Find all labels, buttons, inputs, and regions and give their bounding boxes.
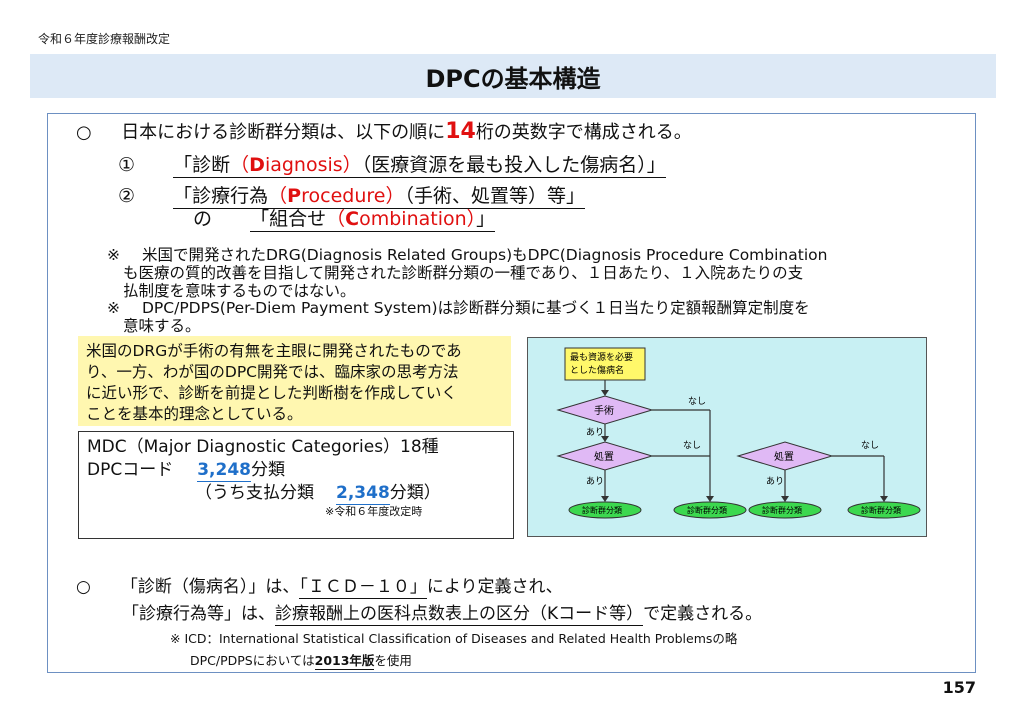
item-conjunction: の — [193, 208, 213, 230]
label-surgery-none: なし — [688, 396, 706, 407]
result-label-3: 診断群分類 — [762, 505, 802, 515]
start-label-1: 最も資源を必要 — [570, 351, 633, 363]
title-bar: DPCの基本構造 — [30, 54, 996, 98]
item-diagnosis: ① 「診断（Diagnosis）（医療資源を最も投入した傷病名）」 — [118, 150, 666, 178]
note-drg: ※米国で開発されたDRG(Diagnosis Related Groups)もD… — [107, 246, 828, 300]
result-ellipse-2 — [673, 501, 747, 519]
item-combination-text: 「組合せ（Combination）」 — [250, 208, 496, 232]
treatment-label-2: 処置 — [774, 450, 794, 463]
drg-concept-box: 米国のDRGが手術の有無を主眼に開発されたものであ り、一方、わが国のDPC開発… — [78, 336, 511, 426]
result-label-2: 診断群分類 — [687, 505, 727, 515]
decision-tree-svg: 最も資源を必要 とした傷病名 手術 なし あり 処置 なし あり 処置 なし — [556, 347, 921, 519]
result-label-4: 診断群分類 — [861, 505, 901, 515]
label-surgery-yes: あり — [586, 427, 604, 438]
arrowhead-surgery-yes — [601, 436, 609, 442]
item-procedure-text: 「診療行為（Procedure）（手術、処置等）等」 — [173, 185, 585, 209]
arrowhead-surgery-none — [706, 496, 714, 502]
label-treatment1-none: なし — [683, 440, 701, 451]
intro-text-post: 桁の英数字で構成される。 — [475, 122, 692, 143]
surgery-label: 手術 — [594, 404, 614, 417]
result-ellipse-1 — [568, 501, 642, 519]
label-treatment2-yes: あり — [766, 476, 784, 487]
item-number: ① — [118, 154, 136, 176]
item-combination: の 「組合せ（Combination）」 — [193, 204, 496, 232]
revision-note: ※令和６年度改定時 — [325, 505, 423, 518]
note-pdps: ※DPC/PDPS(Per-Diem Payment System)は診断群分類… — [107, 299, 810, 335]
revision-label: 令和６年度診療報酬改定 — [38, 32, 171, 46]
result-label-1: 診断群分類 — [582, 505, 622, 515]
arrowhead-treatment1-yes — [601, 496, 609, 502]
start-box — [564, 347, 646, 381]
item-diagnosis-text: 「診断（Diagnosis）（医療資源を最も投入した傷病名）」 — [173, 154, 666, 178]
intro-text-pre: 日本における診断群分類は、以下の順に — [121, 122, 446, 143]
result-ellipse-3 — [748, 501, 822, 519]
decision-tree-diagram: 最も資源を必要 とした傷病名 手術 なし あり 処置 なし あり 処置 なし — [527, 337, 927, 537]
arrowhead-treatment2-none — [880, 496, 888, 502]
bullet-mark: ○ — [76, 122, 92, 143]
digit-count: 14 — [445, 119, 476, 144]
treatment-label-1: 処置 — [594, 450, 614, 463]
label-treatment2-none: なし — [861, 440, 879, 451]
page-title: DPCの基本構造 — [425, 64, 601, 93]
arrowhead-treatment2-yes — [781, 496, 789, 502]
label-treatment1-yes: あり — [586, 476, 604, 487]
icd-version-note: DPC/PDPSにおいては2013年版を使用 — [190, 653, 412, 670]
kcode-line: 「診療行為等」は、診療報酬上の医科点数表上の区分（Kコード等）で定義される。 — [122, 604, 763, 626]
icd-line: ○「診断（傷病名）」は、「ＩＣＤ－１０」により定義され、 — [76, 577, 563, 599]
intro-line: ○ 日本における診断群分類は、以下の順に14桁の英数字で構成される。 — [76, 118, 692, 144]
mdc-line: MDC（Major Diagnostic Categories）18種 — [87, 437, 439, 457]
arrowhead-start — [601, 390, 609, 396]
start-label-2: とした傷病名 — [570, 364, 624, 376]
page-number: 157 — [942, 678, 976, 697]
item-procedure: ② 「診療行為（Procedure）（手術、処置等）等」 — [118, 181, 585, 209]
icd-abbrev-note: ※ ICD：International Statistical Classifi… — [170, 631, 738, 646]
main-content-box — [47, 113, 976, 673]
result-ellipse-4 — [847, 501, 921, 519]
mdc-summary-box: MDC（Major Diagnostic Categories）18種 DPCコ… — [78, 431, 514, 539]
item-number: ② — [118, 185, 136, 207]
